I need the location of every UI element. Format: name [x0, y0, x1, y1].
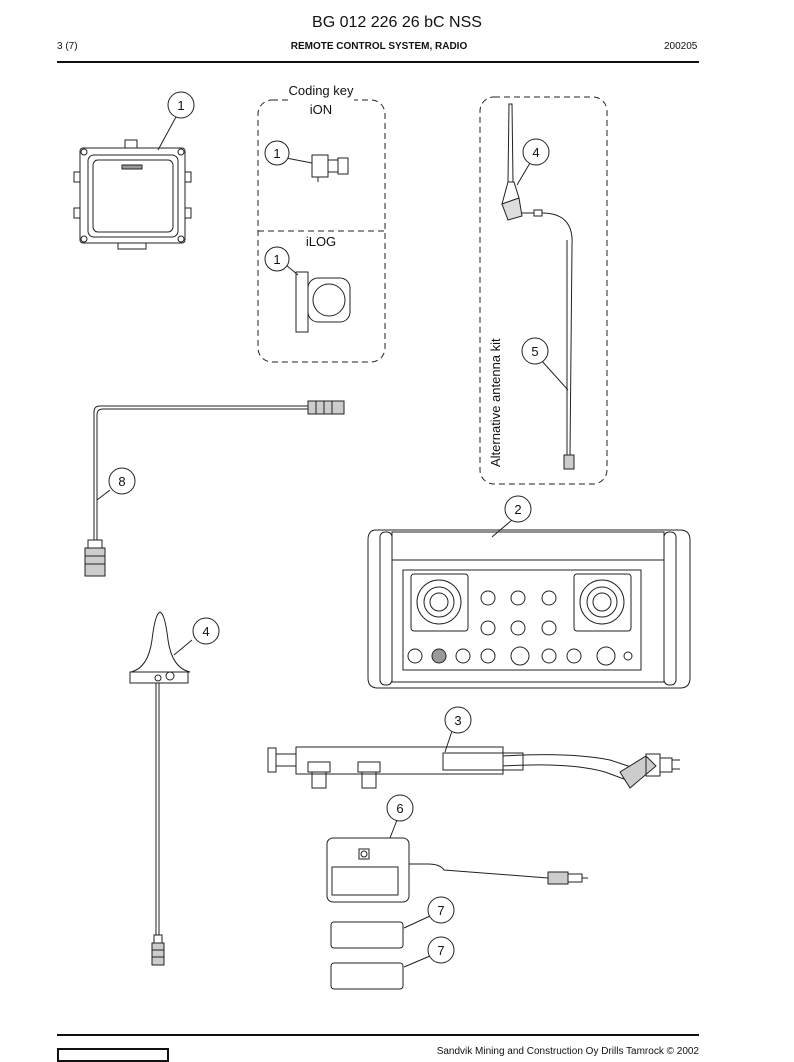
- callout-7-battery-a: 7: [427, 896, 455, 924]
- cable-8: [84, 400, 345, 577]
- battery-charger: [326, 819, 588, 903]
- svg-text:1: 1: [177, 98, 184, 113]
- callout-6-charger: 6: [386, 794, 414, 822]
- remote-control-box: [367, 519, 691, 689]
- antenna-4: [129, 611, 193, 966]
- callout-1-ion: 1: [264, 140, 290, 166]
- receiver-unit: [73, 116, 192, 250]
- svg-text:5: 5: [531, 344, 538, 359]
- callout-4-antenna-kit: 4: [522, 138, 550, 166]
- callout-2-control-box: 2: [504, 495, 532, 523]
- document-title: BG 012 226 26 bC NSS: [312, 14, 482, 31]
- svg-text:8: 8: [118, 474, 125, 489]
- antenna-kit-group: Alternative antenna kit: [479, 96, 608, 485]
- battery-pack-b: [330, 955, 431, 990]
- callout-4-antenna: 4: [192, 617, 220, 645]
- footer-rule: [57, 1034, 699, 1036]
- footer-copyright: Sandvik Mining and Construction Oy Drill…: [436, 1046, 699, 1057]
- svg-text:2: 2: [514, 502, 521, 517]
- antenna-kit-label: Alternative antenna kit: [488, 338, 503, 467]
- callout-5-cable: 5: [521, 337, 549, 365]
- callout-1-receiver: 1: [167, 91, 195, 119]
- svg-text:7: 7: [437, 903, 444, 918]
- callout-3-belt: 3: [444, 706, 472, 734]
- svg-text:4: 4: [532, 145, 539, 160]
- svg-text:6: 6: [396, 801, 403, 816]
- header-rule: [57, 61, 699, 63]
- callout-8-cable: 8: [108, 467, 136, 495]
- callout-7-battery-b: 7: [427, 936, 455, 964]
- page-number: 3 (7): [57, 41, 78, 52]
- ion-label: iON: [310, 102, 332, 117]
- svg-text:7: 7: [437, 943, 444, 958]
- belt-harness: [267, 730, 680, 789]
- coding-key-heading: Coding key: [288, 83, 354, 98]
- section-title: REMOTE CONTROL SYSTEM, RADIO: [290, 41, 468, 52]
- date-code: 200205: [664, 41, 698, 52]
- battery-pack-a: [330, 915, 431, 949]
- svg-text:1: 1: [273, 252, 280, 267]
- svg-text:3: 3: [454, 713, 461, 728]
- ilog-label: iLOG: [306, 234, 336, 249]
- coding-key-group: Coding key iON iLOG: [257, 82, 386, 363]
- sandvik-logo: [57, 1048, 169, 1062]
- callout-1-ilog: 1: [264, 246, 290, 272]
- svg-text:4: 4: [202, 624, 209, 639]
- svg-text:1: 1: [273, 146, 280, 161]
